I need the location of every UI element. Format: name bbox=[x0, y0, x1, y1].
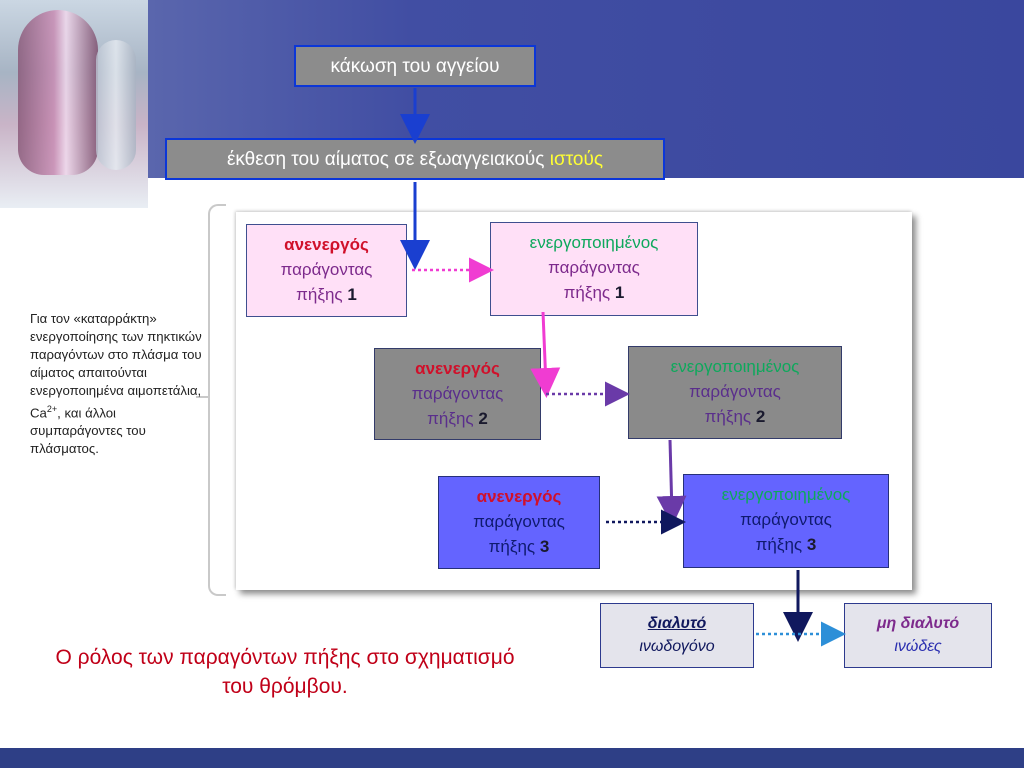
arrow-f1-to-f2 bbox=[530, 311, 561, 398]
factor-1-active: ενεργοποιημένος παράγοντας πήξης 1 bbox=[490, 222, 698, 316]
factor-1-active-state: ενεργοποιημένος bbox=[529, 233, 659, 252]
factor-3-active-pixis-line: πήξης 3 bbox=[755, 535, 817, 554]
factor-1-inactive-state: ανενεργός bbox=[284, 235, 369, 254]
factor-3-active-state: ενεργοποιημένος bbox=[721, 485, 851, 504]
factor-1-inactive-label: παράγοντας bbox=[280, 260, 373, 279]
factor-2-inactive-state: ανενεργός bbox=[415, 359, 500, 378]
factor-3-inactive-label: παράγοντας bbox=[473, 512, 565, 531]
factor-3-active-num: 3 bbox=[806, 535, 817, 554]
factor-1-active-pixis-line: πήξης 1 bbox=[563, 283, 625, 302]
blood-exposure-highlight: ιστούς bbox=[549, 149, 604, 170]
factor-3-inactive-num: 3 bbox=[539, 537, 550, 556]
factor-3-inactive: ανενεργός παράγοντας πήξης 3 bbox=[438, 476, 600, 569]
vessel-injury-box: κάκωση του αγγείου bbox=[294, 45, 536, 87]
test-tube-image bbox=[96, 40, 136, 170]
factor-3-inactive-pixis-line: πήξης 3 bbox=[488, 537, 550, 556]
factor-3-inactive-state: ανενεργός bbox=[476, 487, 562, 506]
calcium-superscript: 2+ bbox=[46, 404, 58, 414]
soluble-line1: διαλυτό bbox=[647, 615, 707, 632]
arrow-f2-to-f3 bbox=[656, 439, 687, 526]
factor-3-active-label: παράγοντας bbox=[740, 510, 832, 529]
insoluble-fibrin-box: μη διαλυτό ινώδες bbox=[844, 603, 992, 668]
factor-2-active-state: ενεργοποιημένος bbox=[670, 357, 800, 376]
factor-2-active-pixis-line: πήξης 2 bbox=[704, 407, 766, 426]
insoluble-line2: ινώδες bbox=[894, 638, 942, 655]
factor-1-inactive-pixis-line: πήξης 1 bbox=[296, 285, 357, 304]
factor-2-active-label: παράγοντας bbox=[689, 382, 781, 401]
bottom-banner bbox=[0, 748, 1024, 768]
side-note: Για τον «καταρράκτη» ενεργοποίησης των π… bbox=[30, 311, 202, 457]
factor-3-active: ενεργοποιημένος παράγοντας πήξης 3 bbox=[683, 474, 889, 568]
factor-2-active-num: 2 bbox=[755, 407, 766, 426]
bracket bbox=[208, 204, 226, 596]
blood-exposure-box: έκθεση του αίματος σε εξωαγγειακούς ιστο… bbox=[165, 138, 665, 180]
factor-2-inactive-pixis-line: πήξης 2 bbox=[427, 409, 488, 428]
factor-2-inactive-label: παράγοντας bbox=[411, 384, 504, 403]
vessel-injury-text: κάκωση του αγγείου bbox=[330, 56, 500, 77]
factor-1-inactive-num: 1 bbox=[347, 285, 357, 304]
insoluble-line1: μη διαλυτό bbox=[876, 615, 960, 632]
factor-1-active-num: 1 bbox=[614, 283, 625, 302]
flask-image bbox=[18, 10, 98, 175]
factor-1-active-label: παράγοντας bbox=[548, 258, 640, 277]
factor-2-inactive: ανενεργός παράγοντας πήξης 2 bbox=[374, 348, 541, 440]
blood-exposure-text: έκθεση του αίματος σε εξωαγγειακούς bbox=[226, 149, 550, 170]
slide-caption: Ο ρόλος των παραγόντων πήξης στο σχηματι… bbox=[55, 646, 515, 698]
soluble-line2: ινωδογόνο bbox=[639, 638, 715, 655]
lab-flask-photo bbox=[0, 0, 148, 208]
factor-1-inactive: ανενεργός παράγοντας πήξης 1 bbox=[246, 224, 407, 317]
soluble-fibrinogen-box: διαλυτό ινωδογόνο bbox=[600, 603, 754, 668]
factor-2-active: ενεργοποιημένος παράγοντας πήξης 2 bbox=[628, 346, 842, 439]
bracket-tick bbox=[196, 396, 208, 398]
factor-2-inactive-num: 2 bbox=[478, 409, 488, 428]
